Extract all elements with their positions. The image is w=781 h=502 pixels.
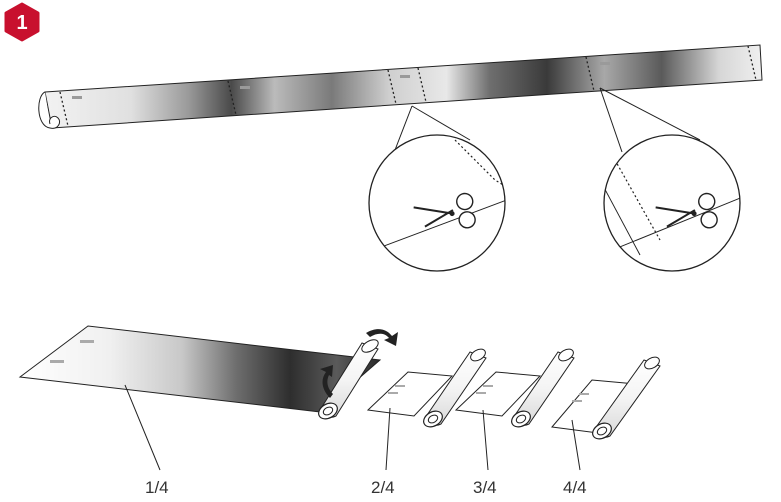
magnifier-circle-1 — [368, 134, 506, 272]
piece-2-roll — [366, 348, 487, 428]
strip-cut-lines — [59, 45, 757, 127]
sheet-roll — [318, 339, 379, 420]
piece-labels: 1/4 2/4 3/4 4/4 — [145, 478, 587, 497]
step-badge-shape — [4, 2, 40, 42]
piece-1-sheet — [18, 325, 398, 420]
strip-curl — [38, 91, 61, 129]
magnifier-cut-detail-1 — [368, 134, 506, 272]
step-number: 1 — [16, 12, 27, 34]
scissors-icon — [655, 192, 718, 229]
piece-label-1: 1/4 — [145, 478, 169, 497]
piece-label-2: 2/4 — [371, 478, 395, 497]
callout-lines — [394, 87, 701, 153]
wallpaper-strip — [38, 44, 763, 129]
piece-2-sheet — [366, 371, 454, 417]
rotate-arrow-icon — [320, 329, 398, 398]
sheet-surface — [18, 325, 382, 413]
magnifier-circle-2 — [603, 134, 741, 272]
step-badge: 1 — [4, 2, 40, 42]
piece-3-roll — [454, 348, 575, 428]
piece-label-3: 3/4 — [473, 478, 497, 497]
scissors-icon — [413, 192, 476, 229]
piece-label-4: 4/4 — [563, 478, 587, 497]
piece-4-roll — [551, 356, 661, 440]
sheet-marks — [50, 340, 94, 363]
magnifier-cut-detail-2 — [603, 134, 741, 272]
label-leader-lines — [124, 384, 581, 471]
piece-3-sheet — [454, 371, 542, 417]
strip-panel-marks — [72, 62, 610, 99]
strip-surface — [44, 44, 763, 129]
